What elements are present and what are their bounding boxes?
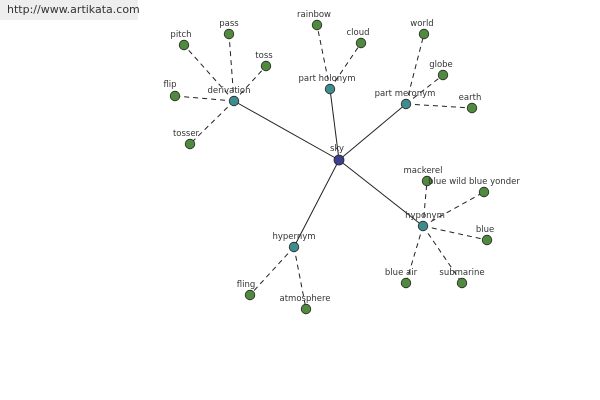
leaf-rainbow-node[interactable]	[311, 19, 323, 31]
edge-derivation-pass	[228, 33, 235, 102]
leaf-blue-air-node[interactable]	[400, 277, 412, 289]
leaf-flip-node[interactable]	[169, 90, 181, 102]
leaf-submarine-node[interactable]	[456, 277, 468, 289]
relation-hypernym-label[interactable]: hypernym	[272, 232, 315, 242]
leaf-fling-node[interactable]	[244, 289, 256, 301]
leaf-atmosphere-label[interactable]: atmosphere	[280, 294, 331, 304]
edge-hypernym-atmosphere	[293, 246, 307, 310]
leaf-mackerel-label[interactable]: mackerel	[404, 166, 443, 176]
leaf-rainbow-label[interactable]: rainbow	[297, 10, 331, 20]
leaf-flip-label[interactable]: flip	[163, 80, 176, 90]
leaf-blue-wild-blue-yonder-label[interactable]: blue wild blue yonder	[428, 177, 520, 187]
edge-hyponym-blue-air	[405, 225, 424, 284]
leaf-globe-node[interactable]	[437, 69, 449, 81]
center-sky-node[interactable]	[333, 154, 345, 166]
edge-hyponym-submarine	[422, 225, 463, 284]
leaf-blue-wild-blue-yonder-node[interactable]	[478, 186, 490, 198]
relation-hyponym-node[interactable]	[417, 220, 429, 232]
relation-part-meronym-node[interactable]	[400, 98, 412, 110]
edge-sky-hypernym	[293, 159, 340, 248]
edge-part-meronym-world	[405, 33, 425, 105]
edge-part-meronym-globe	[405, 74, 444, 105]
relation-hypernym-node[interactable]	[288, 241, 300, 253]
edges	[174, 24, 488, 310]
edge-sky-derivation	[233, 100, 340, 161]
leaf-mackerel-node[interactable]	[421, 175, 433, 187]
leaf-blue-air-label[interactable]: blue air	[385, 268, 418, 278]
leaf-world-label[interactable]: world	[410, 19, 433, 29]
leaf-cloud-label[interactable]: cloud	[346, 28, 369, 38]
leaf-earth-node[interactable]	[466, 102, 478, 114]
labels: pitch pass toss flip tosser derivation rainbow…	[163, 10, 520, 304]
leaf-pass-label[interactable]: pass	[219, 19, 239, 29]
edge-sky-part-holonym	[329, 88, 340, 161]
edge-derivation-pitch	[183, 44, 235, 102]
edge-sky-part-meronym	[338, 103, 407, 161]
edge-part-holonym-rainbow	[316, 24, 331, 90]
edge-sky-hyponym	[338, 159, 424, 227]
center-sky-label[interactable]: sky	[330, 144, 344, 154]
edge-hyponym-mackerel	[422, 180, 428, 227]
leaf-blue-node[interactable]	[481, 234, 493, 246]
relation-hyponym-label[interactable]: hyponym	[405, 211, 445, 221]
leaf-globe-label[interactable]: globe	[429, 60, 453, 70]
leaf-fling-label[interactable]: fling	[237, 280, 256, 290]
leaf-tosser-node[interactable]	[184, 138, 196, 150]
leaf-toss-node[interactable]	[260, 60, 272, 72]
leaf-submarine-label[interactable]: submarine	[439, 268, 484, 278]
leaf-world-node[interactable]	[418, 28, 430, 40]
leaf-cloud-node[interactable]	[355, 37, 367, 49]
edge-derivation-flip	[174, 95, 235, 102]
relation-part-holonym-node[interactable]	[324, 83, 336, 95]
edge-hypernym-fling	[249, 246, 295, 296]
relation-derivation-label[interactable]: derivation	[207, 86, 250, 96]
leaf-atmosphere-node[interactable]	[300, 303, 312, 315]
edge-hyponym-blue	[422, 225, 488, 241]
leaf-tosser-label[interactable]: tosser	[173, 129, 200, 139]
edge-derivation-tosser	[189, 100, 235, 145]
leaf-pitch-node[interactable]	[178, 39, 190, 51]
relation-part-holonym-label[interactable]: part holonym	[299, 74, 356, 84]
edge-part-meronym-earth	[405, 103, 473, 109]
site-url[interactable]: http://www.artikata.com	[0, 0, 140, 20]
edge-derivation-toss	[233, 65, 267, 102]
edge-part-holonym-cloud	[329, 42, 362, 90]
leaf-pitch-label[interactable]: pitch	[170, 30, 191, 40]
relation-derivation-node[interactable]	[228, 95, 240, 107]
relation-part-meronym-label[interactable]: part meronym	[375, 89, 436, 99]
leaf-pass-node[interactable]	[223, 28, 235, 40]
nodes	[169, 19, 493, 315]
leaf-blue-label[interactable]: blue	[476, 225, 494, 235]
leaf-toss-label[interactable]: toss	[255, 51, 273, 61]
leaf-earth-label[interactable]: earth	[459, 93, 482, 103]
edge-hyponym-blue-wild-blue-yonder	[422, 191, 485, 227]
